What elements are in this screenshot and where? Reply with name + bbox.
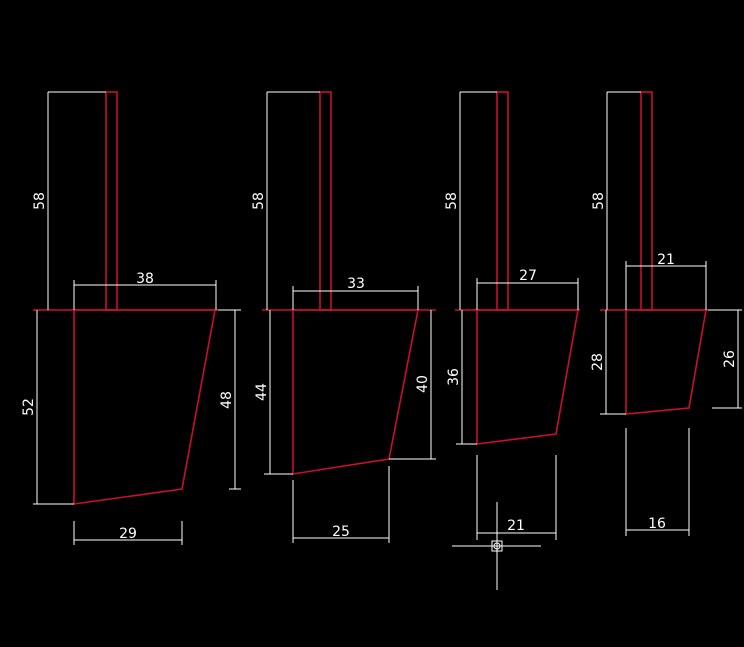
shape-4-stem-height-label: 58 [591,192,607,210]
shape-3[interactable]: 58 27 36 21 [444,91,580,540]
shape-2-bottom-width-label: 25 [332,524,350,540]
shape-2-left-height-label: 44 [254,383,270,401]
shape-4-right-height-label: 26 [722,350,738,368]
shape-4-right-height-dimension: 26 [708,309,742,409]
shape-1-stem-height-dimension: 58 [32,91,106,310]
shape-1-stem[interactable] [105,91,118,311]
shape-1-right-height-dimension: 48 [218,309,241,490]
shape-2-left-height-dimension: 44 [254,310,293,475]
shape-4-body[interactable] [625,309,707,415]
shape-1-body[interactable] [73,309,216,505]
shape-3-left-height-dimension: 36 [446,310,477,445]
shape-2-top-width-dimension: 33 [292,276,419,310]
shape-2-stem-height-dimension: 58 [251,91,320,310]
crosshair-cursor-icon [452,502,541,590]
shape-1-top-width-label: 38 [136,271,154,287]
shape-1-bottom-width-label: 29 [119,526,137,542]
shape-4-stem-height-dimension: 58 [591,91,641,310]
shape-1-left-height-label: 52 [21,398,37,416]
shape-3-stem[interactable] [496,91,509,311]
shape-4[interactable]: 58 21 28 26 16 [590,91,742,536]
shape-3-left-height-label: 36 [446,368,462,386]
shape-2-right-height-dimension: 40 [389,310,436,460]
shape-4-bottom-width-dimension: 16 [625,428,690,536]
shape-4-left-height-dimension: 28 [590,310,626,415]
shape-2-top-width-label: 33 [347,276,365,292]
shape-2[interactable]: 58 33 44 40 25 [251,91,436,543]
shape-2-right-height-label: 40 [415,375,431,393]
shape-1-right-height-label: 48 [219,391,235,409]
shape-3-body[interactable] [476,309,579,445]
shape-1-stem-height-label: 58 [32,192,48,210]
shape-2-stem-height-label: 58 [251,192,267,210]
shape-2-body[interactable] [292,309,419,475]
shape-4-left-height-label: 28 [590,353,606,371]
shape-1[interactable]: 58 38 52 48 29 [21,91,241,545]
shape-4-stem[interactable] [640,91,653,311]
shape-1-top-width-dimension: 38 [73,271,217,310]
shape-2-stem[interactable] [319,91,332,311]
shape-2-bottom-width-dimension: 25 [292,466,390,543]
shape-4-bottom-width-label: 16 [648,516,666,532]
shape-3-top-width-label: 27 [519,268,537,284]
shape-3-bottom-width-dimension: 21 [476,455,557,540]
shape-3-stem-height-label: 58 [444,192,460,210]
shape-3-top-width-dimension: 27 [476,268,579,310]
shape-3-stem-height-dimension: 58 [444,91,497,310]
shape-4-top-width-dimension: 21 [625,252,707,310]
shape-1-bottom-width-dimension: 29 [73,521,183,545]
shape-4-top-width-label: 21 [657,252,675,268]
shape-3-bottom-width-label: 21 [507,518,525,534]
shape-1-left-height-dimension: 52 [21,310,74,505]
